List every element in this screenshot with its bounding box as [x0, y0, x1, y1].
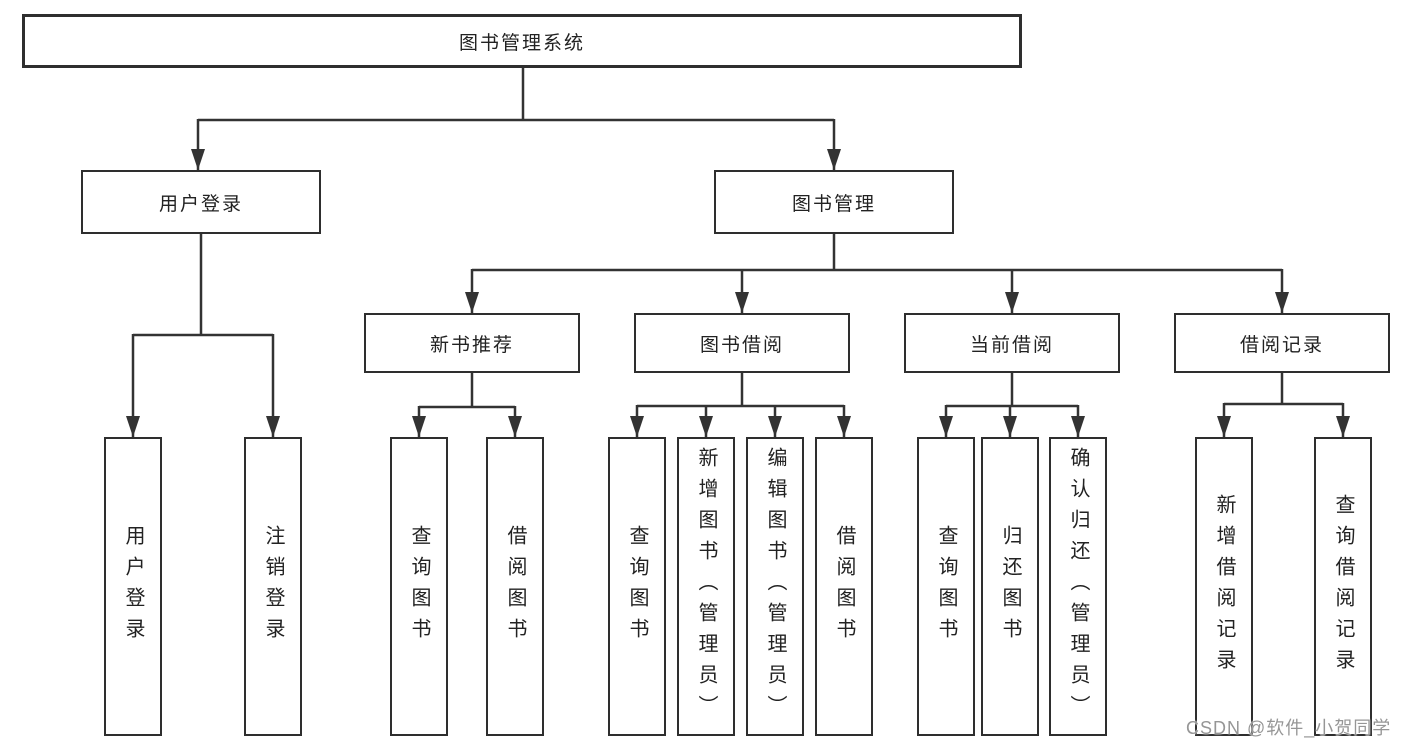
leaf-borrow-books: 借阅图书 — [815, 437, 873, 736]
node-label: 确认归还（管理员） — [1067, 447, 1089, 726]
node-label: 查询图书 — [935, 524, 957, 649]
leaf-query-books-borrow: 查询图书 — [608, 437, 666, 736]
leaf-confirm-return-admin: 确认归还（管理员） — [1049, 437, 1107, 736]
leaf-add-books-admin: 新增图书（管理员） — [677, 437, 735, 736]
node-library-management-system: 图书管理系统 — [22, 14, 1022, 68]
leaf-edit-books-admin: 编辑图书（管理员） — [746, 437, 804, 736]
leaf-logout: 注销登录 — [244, 437, 302, 736]
leaf-query-borrow-record: 查询借阅记录 — [1314, 437, 1372, 736]
watermark-csdn: CSDN @软件_小贺同学 — [1186, 718, 1392, 738]
node-label: 新书推荐 — [429, 334, 514, 356]
node-label: 新增借阅记录 — [1213, 493, 1235, 680]
node-label: 新增图书（管理员） — [695, 447, 717, 726]
node-label: 查询借阅记录 — [1332, 493, 1354, 680]
node-label: 编辑图书（管理员） — [764, 447, 786, 726]
node-label: 当前借阅 — [969, 334, 1054, 356]
node-label: 借阅图书 — [504, 524, 526, 649]
node-current-borrowing: 当前借阅 — [904, 313, 1120, 373]
node-new-book-recommendation: 新书推荐 — [364, 313, 580, 373]
node-book-borrowing: 图书借阅 — [634, 313, 850, 373]
node-label: 注销登录 — [262, 524, 284, 649]
node-borrowing-records: 借阅记录 — [1174, 313, 1390, 373]
node-label: 归还图书 — [999, 524, 1021, 649]
leaf-borrow-books-recommend: 借阅图书 — [486, 437, 544, 736]
node-label: 图书管理系统 — [458, 32, 585, 54]
node-label: 用户登录 — [158, 193, 243, 215]
leaf-query-books-current: 查询图书 — [917, 437, 975, 736]
node-label: 借阅图书 — [833, 524, 855, 649]
node-label: 图书借阅 — [699, 334, 784, 356]
node-label: 借阅记录 — [1239, 334, 1324, 356]
leaf-return-books: 归还图书 — [981, 437, 1039, 736]
leaf-add-borrow-record: 新增借阅记录 — [1195, 437, 1253, 736]
node-label: 用户登录 — [122, 524, 144, 649]
node-user-login: 用户登录 — [81, 170, 321, 234]
node-book-management: 图书管理 — [714, 170, 954, 234]
node-label: 图书管理 — [791, 193, 876, 215]
node-label: 查询图书 — [626, 524, 648, 649]
leaf-user-login: 用户登录 — [104, 437, 162, 736]
leaf-query-books-recommend: 查询图书 — [390, 437, 448, 736]
node-label: 查询图书 — [408, 524, 430, 649]
